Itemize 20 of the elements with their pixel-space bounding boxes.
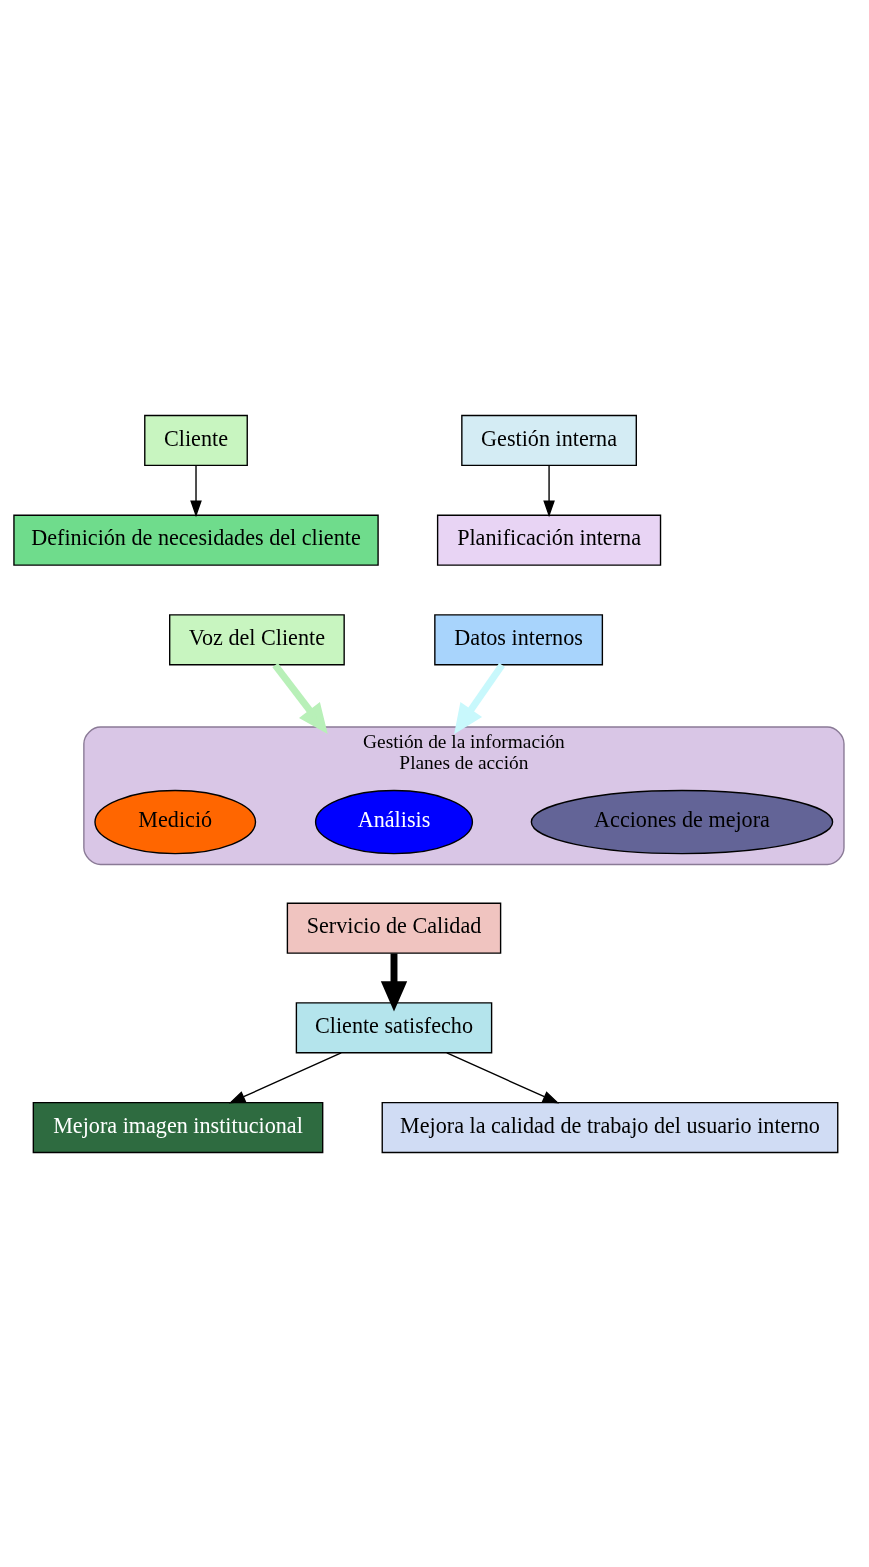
node-box: Datos internos bbox=[434, 613, 604, 665]
arrow bbox=[190, 464, 202, 517]
arrow bbox=[380, 953, 408, 1011]
node-box: Mejora imagen institucional bbox=[32, 1101, 324, 1153]
arrow bbox=[228, 1051, 342, 1103]
node-box: Servicio de Calidad bbox=[286, 902, 502, 954]
node-box: Cliente bbox=[144, 414, 248, 466]
node-box: Cliente satisfecho bbox=[295, 1001, 493, 1053]
arrow bbox=[446, 1051, 560, 1103]
node-box: Planificación interna bbox=[436, 514, 662, 566]
node-box: Mejora la calidad de trabajo del usuario interno bbox=[381, 1101, 839, 1153]
node-box: Definición de necesidades del cliente bbox=[13, 514, 379, 566]
node-ellipse: Medició bbox=[94, 789, 257, 854]
arrow bbox=[543, 464, 555, 517]
node-box: Gestión interna bbox=[461, 414, 637, 466]
node-box: Voz del Cliente bbox=[169, 613, 345, 665]
node-ellipse: Análisis bbox=[314, 789, 474, 854]
arrow bbox=[454, 662, 505, 734]
arrow bbox=[272, 662, 328, 734]
node-ellipse: Acciones de mejora bbox=[530, 789, 834, 854]
